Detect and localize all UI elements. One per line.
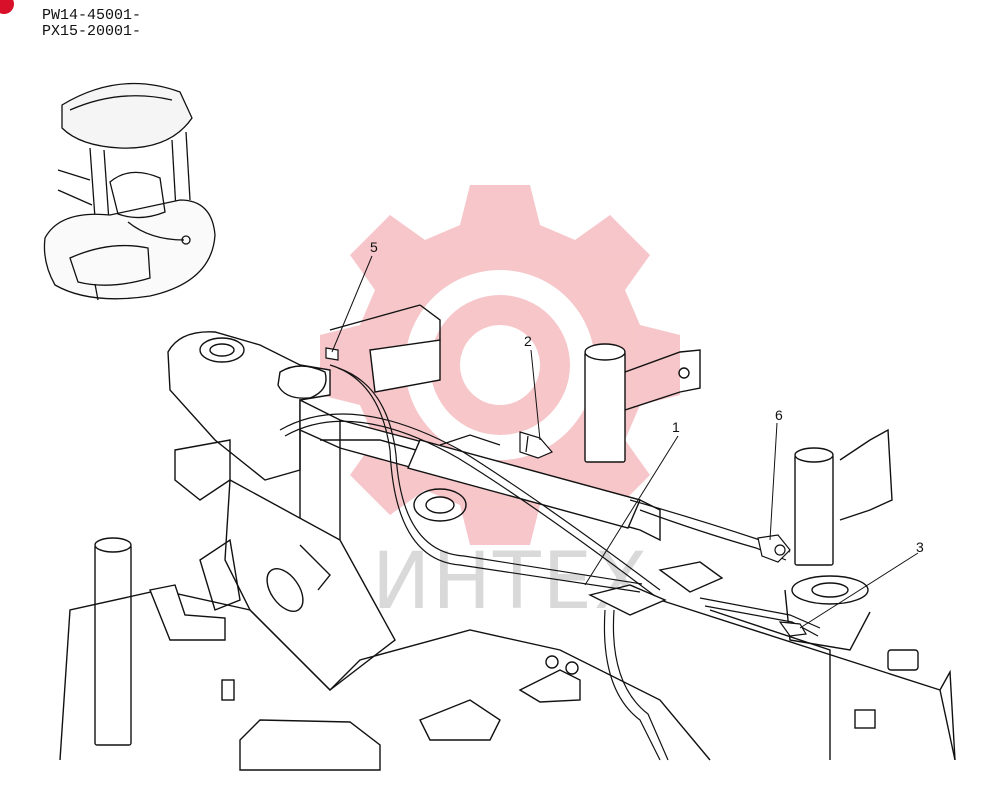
callout-label-1: 1: [672, 419, 680, 435]
callout-label-5: 5: [370, 239, 378, 255]
swing-frame-illustration: [59, 304, 956, 771]
hose-routing-illustration: [279, 364, 821, 761]
serial-range-2: PX15-20001-: [42, 23, 142, 40]
fitting-part-5: [325, 347, 339, 361]
callout-label-6: 6: [775, 407, 783, 423]
fitting-part-3: [778, 621, 807, 637]
corner-marker: [0, 0, 14, 14]
serial-range-1: PW14-45001-: [42, 7, 142, 24]
watermark-text: ИНТЕХ: [372, 537, 649, 627]
callout-label-2: 2: [524, 333, 532, 349]
fitting-part-6: [757, 534, 791, 563]
fitting-part-2: [519, 431, 553, 459]
callout-label-3: 3: [916, 539, 924, 555]
callout-leaders: [331, 255, 919, 629]
cab-inset-illustration: [43, 82, 216, 301]
serial-range-list: PW14-45001- PX15-20001-: [42, 8, 141, 40]
